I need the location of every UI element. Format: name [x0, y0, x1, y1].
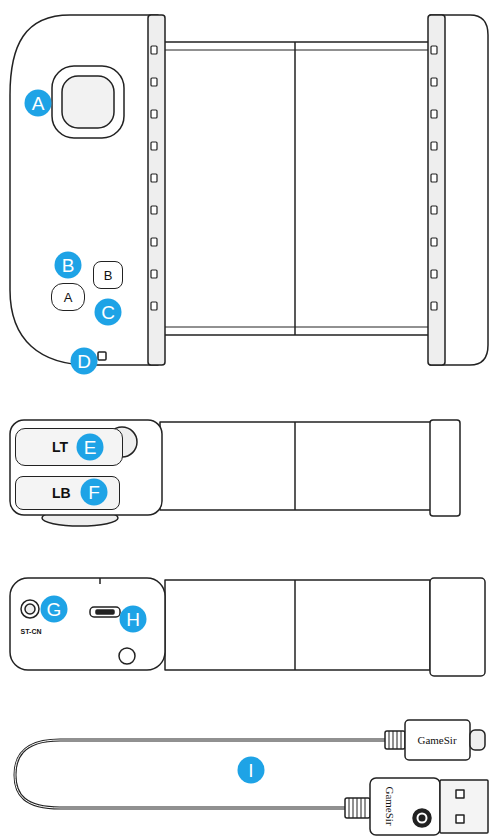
- ridge: [393, 731, 394, 749]
- callout-letter: E: [77, 434, 104, 461]
- callout-letter: A: [25, 90, 52, 117]
- switch-marking: ST-CN: [21, 628, 42, 635]
- usb-c-connector: [405, 720, 470, 760]
- rail-notch: [151, 78, 157, 86]
- rail-notch: [151, 110, 157, 118]
- brand-name: GameSir: [417, 734, 456, 746]
- rail-notch: [431, 174, 437, 182]
- ridge: [365, 798, 366, 818]
- rail-notch: [151, 46, 157, 54]
- button-label: LB: [52, 485, 71, 501]
- power-button: [21, 600, 39, 618]
- brand-name: GameSir: [384, 786, 396, 825]
- extender-frame: [160, 42, 432, 335]
- callout-letter: D: [71, 348, 98, 375]
- usb-a-plug: [440, 780, 488, 833]
- rail-notch: [151, 238, 157, 246]
- face-button: B: [93, 261, 123, 289]
- ridge: [361, 798, 362, 818]
- trigger-button: LT: [15, 428, 123, 466]
- usb-port: [90, 607, 120, 617]
- indicator-led: [98, 352, 106, 360]
- rail-notch: [151, 142, 157, 150]
- callout-letter: F: [81, 479, 108, 506]
- ridge: [349, 798, 350, 818]
- rail-notch: [431, 46, 437, 54]
- face-button: A: [51, 283, 85, 311]
- extender-side: [160, 422, 432, 510]
- rail-notch: [431, 206, 437, 214]
- right-rail: [428, 15, 445, 365]
- joystick: [52, 66, 124, 138]
- rail-notch: [431, 142, 437, 150]
- button-label: B: [104, 268, 113, 283]
- cable: [15, 740, 385, 808]
- rail-notch: [151, 270, 157, 278]
- rail-notch: [431, 270, 437, 278]
- rail-notch: [151, 174, 157, 182]
- left-grip-bottom: [10, 578, 165, 670]
- callout-letter: H: [120, 606, 147, 633]
- usb-c-plug: [470, 730, 485, 750]
- callout-letter: B: [55, 252, 82, 279]
- rail-notch: [431, 78, 437, 86]
- left-grip-side: [10, 420, 162, 515]
- brand-logo: [413, 809, 431, 827]
- ridge: [357, 798, 358, 818]
- extender-bottom: [165, 580, 430, 670]
- callout-letter: I: [238, 757, 265, 784]
- left-grip: [10, 15, 158, 365]
- usb-a-connector: [370, 778, 440, 835]
- callout-letter: C: [95, 299, 122, 326]
- ridge: [353, 798, 354, 818]
- rail-notch: [151, 302, 157, 310]
- rail-notch: [431, 302, 437, 310]
- ridge: [389, 731, 390, 749]
- right-clamp-side: [430, 420, 460, 516]
- rail-notch: [431, 110, 437, 118]
- callout-letter: G: [41, 596, 68, 623]
- strain-relief: [345, 798, 370, 818]
- ridge: [401, 731, 402, 749]
- button-label: LT: [52, 439, 68, 455]
- right-clamp-bottom: [430, 578, 485, 676]
- left-rail: [148, 15, 165, 365]
- strain-relief: [385, 731, 405, 749]
- button-label: A: [64, 290, 73, 305]
- rail-notch: [151, 206, 157, 214]
- rail-notch: [431, 238, 437, 246]
- ridge: [397, 731, 398, 749]
